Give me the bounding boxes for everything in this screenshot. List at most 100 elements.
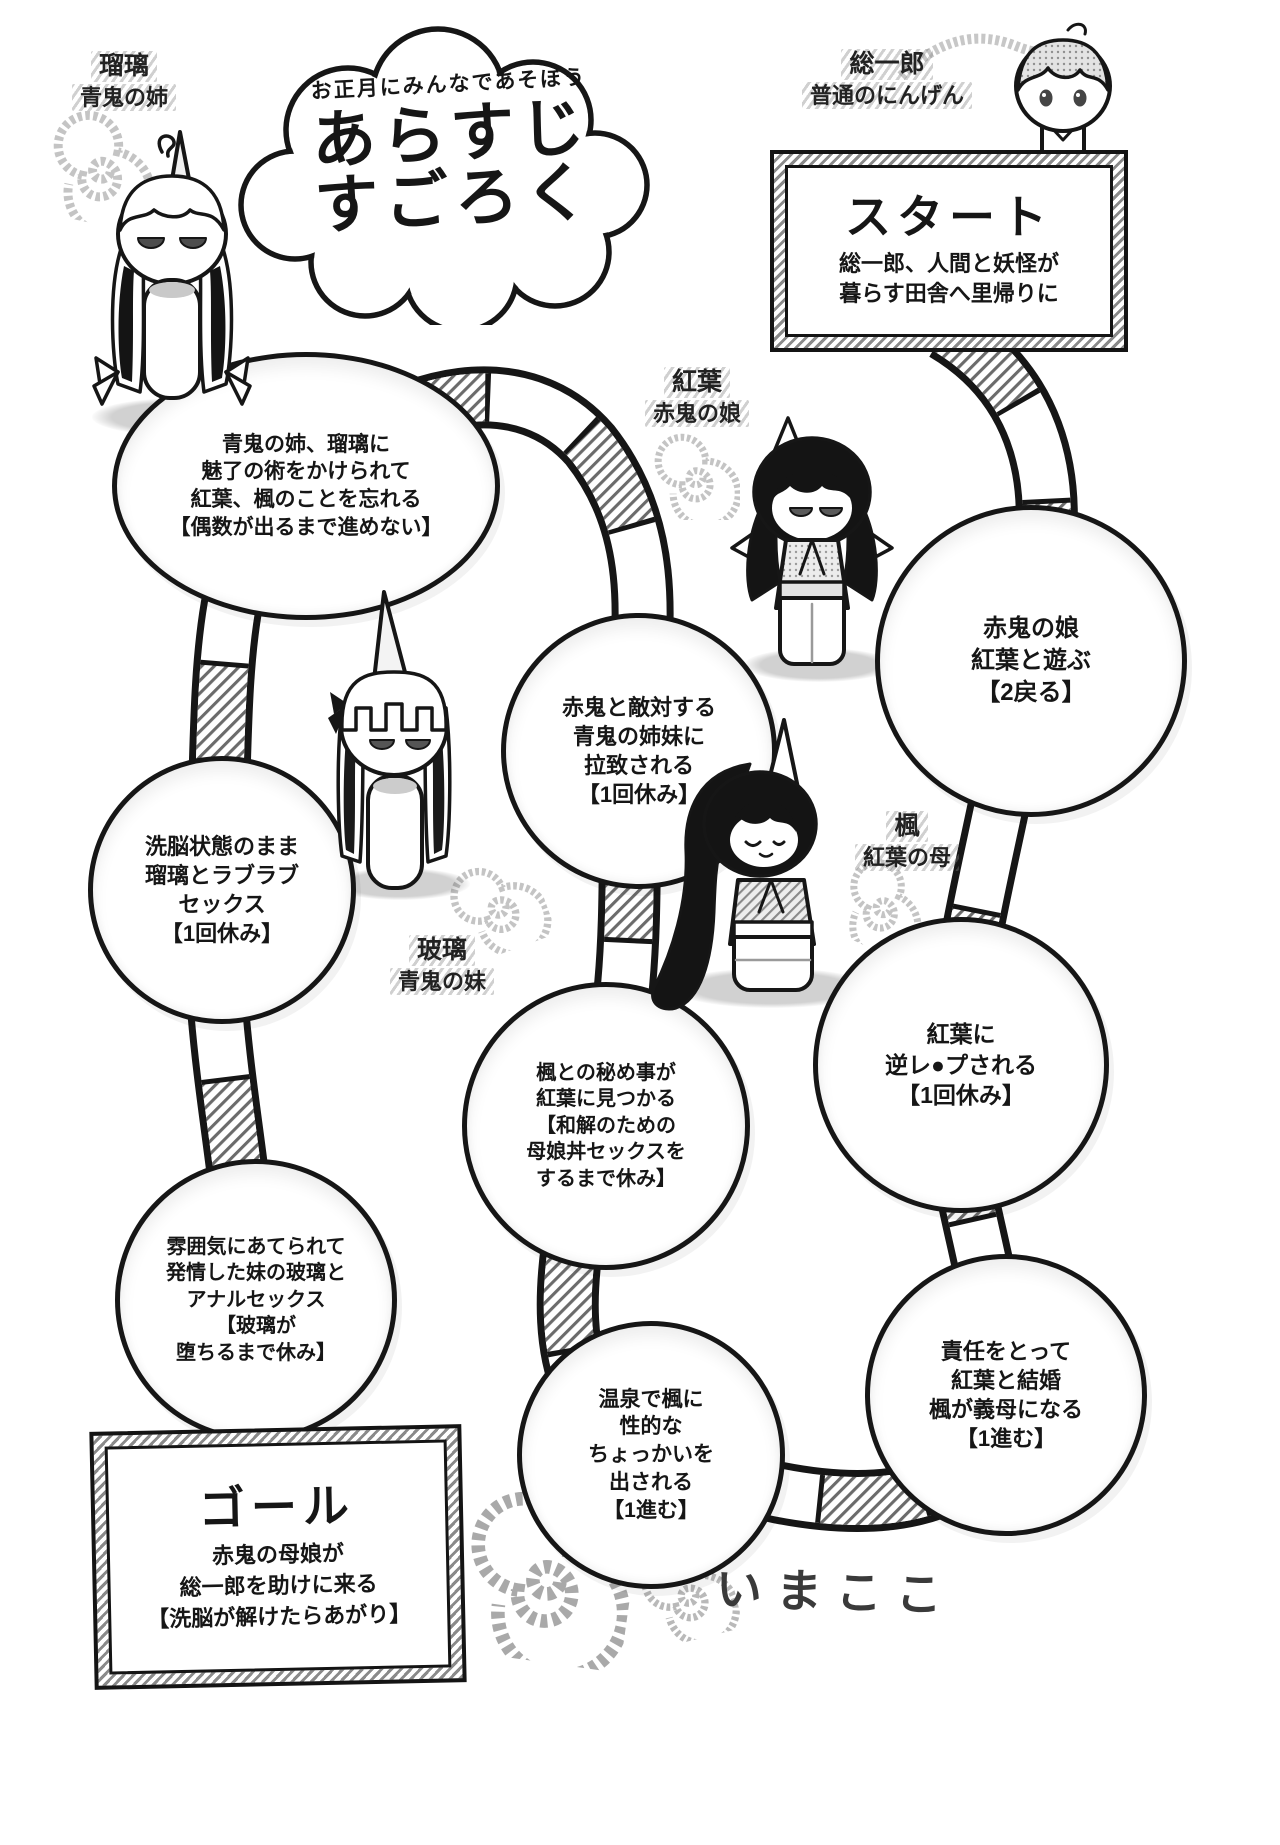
ruri-eye	[137, 237, 165, 249]
space-text-line: 紅葉に見つかる	[536, 1088, 676, 1111]
kaede-mouth	[758, 852, 774, 858]
kaede-obi	[732, 920, 814, 939]
momiji-obi	[778, 580, 846, 600]
space-text-line: 堕ちるまで休み】	[176, 1341, 336, 1364]
space-text-line: 【1回休み】	[577, 782, 701, 808]
space-text-line: 紅葉と結婚	[950, 1367, 1061, 1393]
space-text-line: 発情した妹の玻璃と	[166, 1262, 346, 1285]
space-text-line: 責任をとって	[940, 1338, 1072, 1364]
start-box: スタート 総一郎、人間と妖怪が 暮らす田舎へ里帰りに	[770, 150, 1128, 352]
spiral-doodle-icon	[450, 867, 552, 958]
space-text-line: 紅葉に	[926, 1021, 996, 1048]
spiral-doodle-icon	[471, 1491, 631, 1674]
space-text-line: 温泉で楓に	[598, 1387, 704, 1411]
goal-text-line: 総一郎を助けに来る	[179, 1570, 378, 1600]
doodle-arc-icon	[897, 33, 1068, 80]
space-text-line: 性的な	[619, 1415, 683, 1439]
space-text-line: 出される	[609, 1470, 693, 1494]
character-role: 青鬼の妹	[389, 967, 494, 996]
space-text-line: 赤鬼と敵対する	[561, 694, 716, 720]
space-text-line: するまで休み】	[536, 1167, 676, 1190]
board-space-7: 雰囲気にあてられて 発情した妹の玻璃と アナルセックス 【玻璃が 堕ちるまで休み…	[115, 1159, 397, 1441]
space-text-line: 紅葉と遊ぶ	[971, 647, 1091, 675]
goal-title: ゴール	[198, 1478, 356, 1535]
character-role: 紅葉の母	[854, 843, 959, 872]
space-text-line: 雰囲気にあてられて	[166, 1236, 346, 1259]
kaede-fringe	[730, 802, 796, 832]
goal-text-line: 赤鬼の母娘が	[211, 1540, 345, 1569]
title-cloud	[238, 26, 650, 325]
board-title: お正月にみんなであそぼう あらすじ すごろく	[258, 58, 646, 243]
character-name: 紅葉	[663, 367, 730, 398]
space-text-line: 【1回休み】	[160, 921, 284, 947]
space-text-line: 青鬼の姉妹に	[572, 723, 705, 749]
space-text-line: 楓との秘め事が	[536, 1062, 676, 1085]
character-name: 楓	[886, 811, 928, 842]
momiji-kimono-collar	[798, 538, 826, 576]
character-role: 青鬼の姉	[71, 83, 176, 112]
ruri-fringe	[118, 174, 226, 232]
space-text-line: 拉致される	[583, 753, 694, 778]
ruri-body	[142, 278, 202, 400]
ruri-bow	[92, 356, 252, 406]
hari-horn	[372, 590, 408, 682]
soichiro-hair	[1016, 38, 1110, 92]
label-kaede: 楓 紅葉の母	[832, 810, 982, 872]
hari-hair-accent	[432, 738, 445, 854]
ruri-hair-accent	[118, 266, 134, 382]
space-text-line: 【1回休み】	[897, 1082, 1025, 1109]
soichiro-eye	[1039, 89, 1053, 107]
label-momiji: 紅葉 赤鬼の娘	[612, 366, 782, 428]
hari-doll-illustration	[328, 590, 452, 890]
momiji-doll-illustration	[730, 416, 894, 666]
space-text-line: 【2戻る】	[976, 678, 1086, 706]
ruri-eye	[179, 237, 207, 249]
character-name: 瑠璃	[90, 51, 157, 82]
ruri-ahoge	[157, 134, 176, 158]
goal-text-line: 【洗脳が解けたらあがり】	[146, 1600, 412, 1632]
board-space-8: 責任をとって 紅葉と結婚 楓が義母になる 【1進む】	[865, 1254, 1147, 1536]
hari-hair-accent	[343, 738, 356, 854]
hari-collar	[373, 778, 417, 794]
start-title: スタート	[845, 190, 1053, 243]
soichiro-eye-light	[1076, 93, 1080, 97]
space-text-line: 【1進む】	[955, 1426, 1057, 1452]
space-text-line: 洗脳状態のまま	[144, 833, 299, 859]
space-text-line: 母娘丼セックスを	[526, 1141, 686, 1164]
space-text-line: ちょっかいを	[588, 1443, 714, 1467]
hari-bangs	[340, 670, 448, 732]
momiji-eye	[819, 507, 843, 517]
kaede-kimono-collar	[757, 878, 785, 914]
board-space-6: 楓との秘め事が 紅葉に見つかる 【和解のための 母娘丼セックスを するまで休み】	[462, 982, 750, 1270]
momiji-fringe	[774, 472, 850, 498]
label-ruri: 瑠璃 青鬼の姉	[34, 50, 214, 112]
board-space-9: 温泉で楓に 性的な ちょっかいを 出される 【1進む】	[517, 1321, 785, 1589]
kaede-skirt	[732, 935, 814, 992]
hari-eye	[369, 739, 395, 750]
space-text-line: 楓が義母になる	[928, 1397, 1083, 1422]
goal-box: ゴール 赤鬼の母娘が 総一郎を助けに来る 【洗脳が解けたらあがり】	[89, 1424, 467, 1690]
cloud-fill	[244, 32, 644, 325]
soichiro-ahoge	[1066, 22, 1087, 36]
space-text-line: 逆レ●プされる	[885, 1051, 1037, 1078]
character-name: 玻璃	[408, 935, 475, 966]
space-text-line: 赤鬼の娘	[983, 615, 1079, 643]
start-text-line: 総一郎、人間と妖怪が	[838, 250, 1059, 276]
ruri-hair-accent	[210, 266, 226, 382]
character-role: 赤鬼の娘	[644, 399, 749, 428]
ruri-doll-illustration	[92, 130, 252, 406]
board-space-5: 紅葉に 逆レ●プされる 【1回休み】	[813, 917, 1109, 1213]
character-role: 普通のにんげん	[801, 81, 972, 110]
board-space-4: 洗脳状態のまま 瑠璃とラブラブ セックス 【1回休み】	[88, 756, 356, 1024]
soichiro-eye-light	[1042, 93, 1046, 97]
space-text-line: 【和解のための	[536, 1114, 676, 1137]
goal-box-inner: ゴール 赤鬼の母娘が 総一郎を助けに来る 【洗脳が解けたらあがり】	[104, 1439, 452, 1675]
space-text-line: 【1進む】	[603, 1498, 699, 1522]
space-text-line: 魅了の術をかけられて	[201, 460, 411, 484]
kaede-eye	[772, 840, 786, 846]
space-text-line: アナルセックス	[186, 1288, 326, 1311]
kaede-doll-illustration	[651, 718, 818, 1011]
start-text-line: 暮らす田舎へ里帰りに	[839, 281, 1059, 307]
kaede-face	[730, 813, 798, 867]
